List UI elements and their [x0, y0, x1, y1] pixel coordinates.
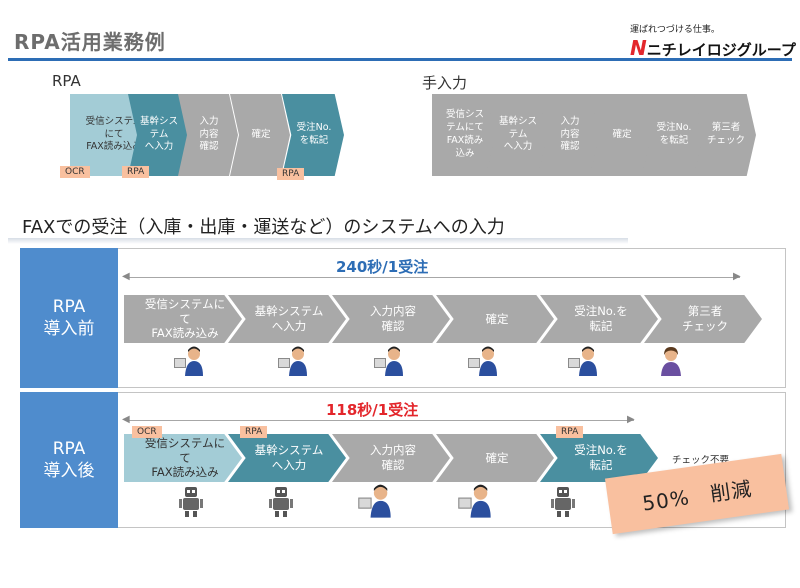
before-time: 240秒/1受注: [328, 256, 437, 277]
logo-name: ニチレイロジグループ: [646, 41, 796, 59]
timeline-arrow-right: ▶: [733, 271, 741, 282]
rpa-step-3: 入力 内容 確認: [178, 94, 238, 176]
rpa-step-5: 受注No. を転記: [282, 94, 344, 176]
ocr-tag: OCR: [132, 426, 162, 438]
after-step-1: 受信システムにて FAX読み込み: [124, 434, 242, 482]
timeline-arrow-left: ◀: [122, 271, 130, 282]
after-step-5: 受注No.を 転記: [540, 434, 658, 482]
heading-underline: [8, 238, 628, 244]
rpa-step-4: 確定: [230, 94, 290, 176]
check-unneeded-label: チェック不要: [672, 455, 730, 466]
page-title: RPA活用業務例: [14, 30, 166, 54]
rpa-tag: RPA: [556, 426, 584, 438]
operator-icon: [174, 346, 203, 376]
before-step-4: 確定: [436, 295, 554, 343]
manual-step-1: 受信システムにて FAX読み込み: [432, 94, 496, 176]
operator-icon: [278, 346, 307, 376]
operator-icon: [568, 346, 597, 376]
after-time: 118秒/1受注: [318, 399, 427, 420]
after-step-2: 基幹システム へ入力: [228, 434, 346, 482]
manual-step-6: 第三者 チェック: [694, 94, 756, 176]
company-logo: Nニチレイロジグループ: [630, 36, 796, 60]
section-heading: FAXでの受注（入庫・出庫・運送など）のシステムへの入力: [22, 217, 505, 238]
operator-icon: [358, 484, 391, 518]
robot-icon: [179, 487, 203, 517]
before-step-1: 受信システムにて FAX読み込み: [124, 295, 242, 343]
checker-icon: [661, 347, 681, 376]
before-timeline: [126, 277, 740, 278]
rpa-tag: RPA: [240, 426, 268, 438]
after-timeline: [126, 420, 634, 421]
rpa-tag: RPA: [122, 166, 150, 178]
manual-step-3: 入力 内容 確認: [538, 94, 600, 176]
manual-step-4: 確定: [590, 94, 652, 176]
after-step-4: 確定: [436, 434, 554, 482]
rpa-flow-title: RPA: [52, 72, 81, 90]
before-label: RPA 導入前: [20, 248, 118, 388]
operator-icon: [468, 346, 497, 376]
before-step-6: 第三者 チェック: [644, 295, 762, 343]
logo-tagline: 運ばれつづける仕事。: [630, 25, 720, 35]
title-rule: [8, 58, 792, 61]
logo-mark: N: [630, 36, 647, 60]
rpa-tag: RPA: [277, 168, 305, 180]
manual-step-5: 受注No. を転記: [642, 94, 704, 176]
after-label: RPA 導入後: [20, 392, 118, 528]
operator-icon: [374, 346, 403, 376]
timeline-arrow-left: ◀: [122, 414, 130, 425]
manual-step-2: 基幹システム へ入力: [486, 94, 548, 176]
ocr-tag: OCR: [60, 166, 90, 178]
timeline-arrow-right: ▶: [627, 414, 635, 425]
robot-icon: [551, 487, 575, 517]
before-step-2: 基幹システム へ入力: [228, 295, 346, 343]
manual-flow-title: 手入力: [422, 74, 468, 92]
before-step-3: 入力内容 確認: [332, 295, 450, 343]
operator-icon: [458, 484, 491, 518]
before-step-5: 受注No.を 転記: [540, 295, 658, 343]
rpa-step-2: 基幹システム へ入力: [128, 94, 188, 176]
robot-icon: [269, 487, 293, 517]
after-step-3: 入力内容 確認: [332, 434, 450, 482]
